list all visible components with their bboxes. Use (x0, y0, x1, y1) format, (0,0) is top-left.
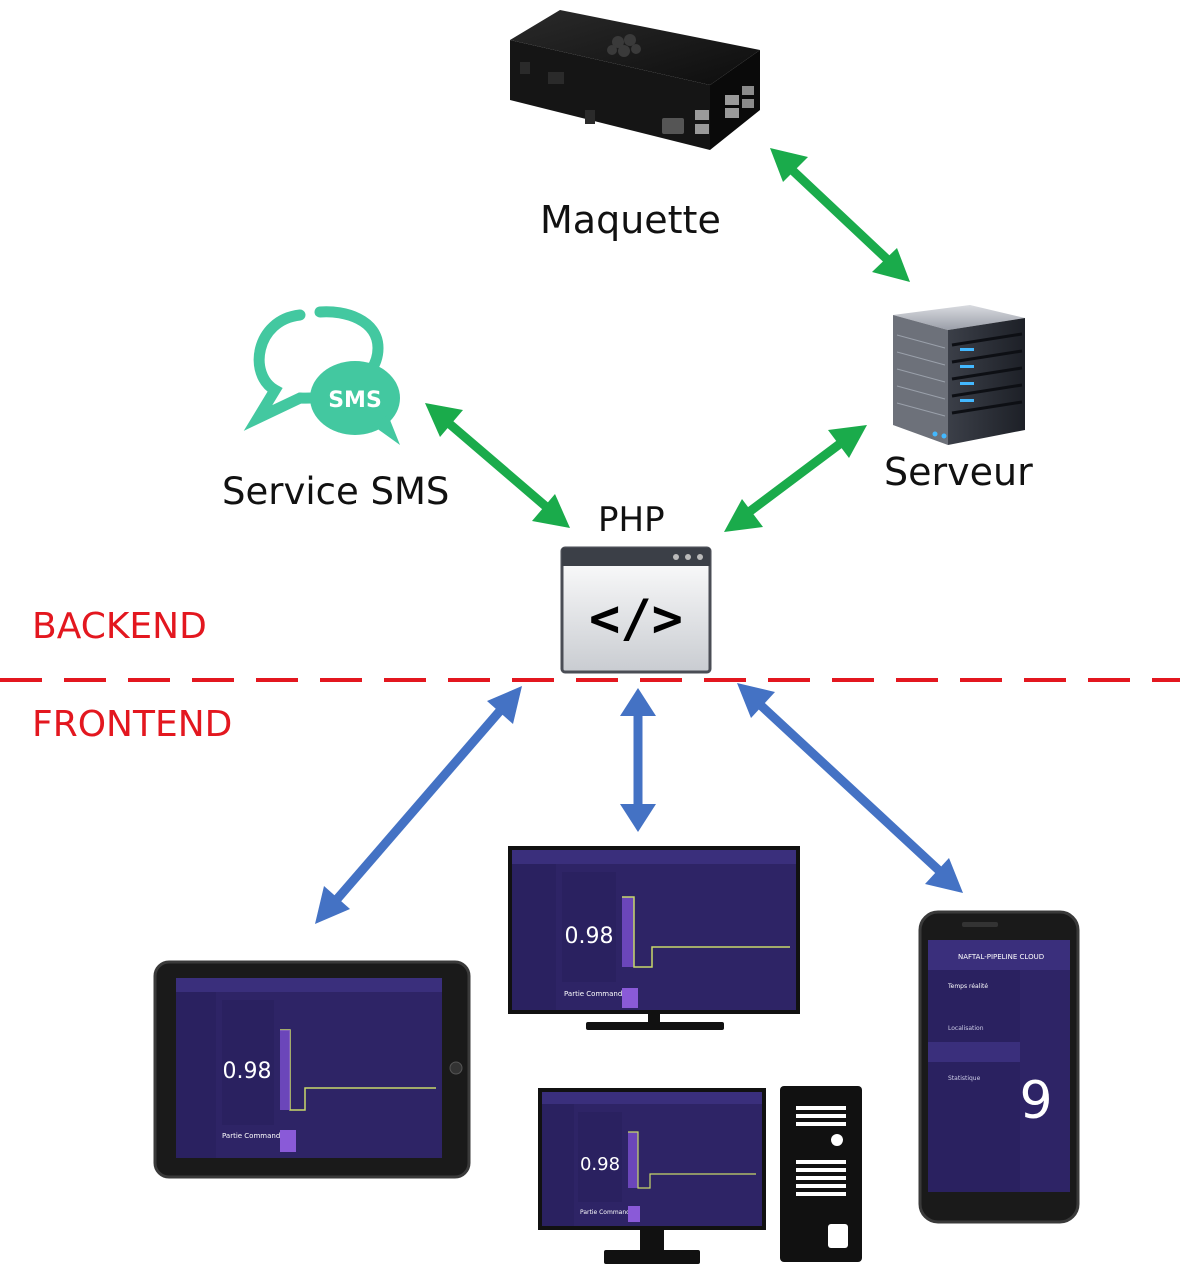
maquette-label: Maquette (540, 198, 721, 242)
monitor-value: 0.98 (565, 924, 614, 949)
server-icon (893, 305, 1025, 445)
backend-arrows (425, 148, 910, 532)
phone-menu-item-2: Localisation (948, 1025, 984, 1032)
arrow-sms-php (425, 403, 570, 528)
tablet-device: 0.98 Partie Commande (153, 960, 471, 1179)
phone-device: NAFTAL-PIPELINE CLOUD Temps réalité Loca… (918, 910, 1080, 1224)
arrow-serveur-php (724, 425, 867, 532)
monitor-command-label: Partie Commande (564, 990, 627, 998)
arrow-php-tablet (315, 686, 522, 924)
phone-app-title: NAFTAL-PIPELINE CLOUD (958, 953, 1044, 961)
serveur-label: Serveur (884, 450, 1033, 494)
sms-service-icon: SMS (243, 306, 400, 445)
tablet-command-label: Partie Commande (222, 1132, 285, 1140)
monitor-device: 0.98 Partie Commande (508, 846, 800, 1030)
backend-label: BACKEND (32, 606, 207, 647)
code-window-icon: </> (560, 546, 712, 674)
tablet-value: 0.98 (223, 1059, 272, 1084)
phone-menu-item-1: Temps réalité (947, 983, 988, 990)
phone-menu-item-3: Statistique (948, 1075, 981, 1082)
arrow-maquette-serveur (770, 148, 910, 282)
pc-command-label: Partie Commande (580, 1209, 634, 1216)
phone-value: 9 (1019, 1071, 1052, 1131)
pc-value: 0.98 (580, 1154, 620, 1175)
arrow-php-monitor (620, 688, 656, 832)
service-sms-label: Service SMS (222, 470, 450, 513)
desktop-pc-device: 0.98 Partie Commande (538, 1086, 862, 1264)
raspberry-pi-case-icon (510, 10, 760, 150)
sms-label: SMS (328, 388, 382, 413)
code-symbol: </> (589, 589, 683, 649)
arrow-php-phone (737, 683, 963, 893)
php-label: PHP (598, 500, 665, 540)
frontend-label: FRONTEND (32, 704, 233, 745)
frontend-arrows (315, 683, 963, 924)
